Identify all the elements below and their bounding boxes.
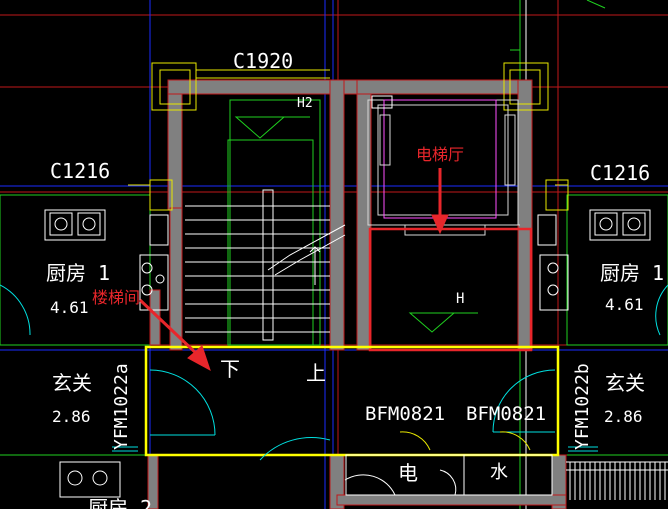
stair-mark-label: H2 <box>297 96 313 111</box>
annotation-arrows <box>138 168 449 372</box>
window-top-label: C1920 <box>233 49 293 73</box>
level-markers <box>234 116 478 333</box>
fire-door-label-2: BFM0821 <box>466 403 546 425</box>
shaft-electric-label: 电 <box>398 461 418 485</box>
kitchen-left-area: 4.61 <box>50 298 89 317</box>
staircase <box>185 189 346 341</box>
door-left-vertical-label: YFM1022a <box>111 363 132 450</box>
kitchen-left-name: 厨房 1 <box>46 261 110 285</box>
radiator-hatch <box>569 462 666 500</box>
elevator-car <box>367 95 520 236</box>
stair-down-label: 下 <box>220 357 240 381</box>
stair-up-label: 上 <box>306 361 326 385</box>
fire-door-label-1: BFM0821 <box>365 403 445 425</box>
door-right-vertical-label: YFM1022b <box>572 363 593 450</box>
foyer-right-name: 玄关 <box>605 371 645 395</box>
shaft-boxes <box>345 454 553 496</box>
stairwell-annotation: 楼梯间 <box>92 288 140 307</box>
elevator-lobby-highlight <box>368 227 533 352</box>
elevator-hall-annotation: 电梯厅 <box>416 145 464 164</box>
foyer-left-area: 2.86 <box>52 407 91 426</box>
door-leaves <box>112 446 598 452</box>
lobby-mark-label: H <box>456 291 464 307</box>
foyer-left-name: 玄关 <box>52 371 92 395</box>
foyer-right-area: 2.86 <box>604 407 643 426</box>
window-frames <box>128 62 569 211</box>
window-left-label: C1216 <box>50 159 110 183</box>
shaft-water-label: 水 <box>490 462 508 483</box>
window-right-label: C1216 <box>590 161 650 185</box>
kitchen-right-name: 厨房 1 <box>600 261 664 285</box>
walls <box>147 79 567 509</box>
door-swings <box>0 284 668 496</box>
kitchen-bottom-partial: 厨房 2 <box>88 496 152 509</box>
kitchen-fixtures <box>44 209 668 498</box>
kitchen-right-area: 4.61 <box>605 295 644 314</box>
